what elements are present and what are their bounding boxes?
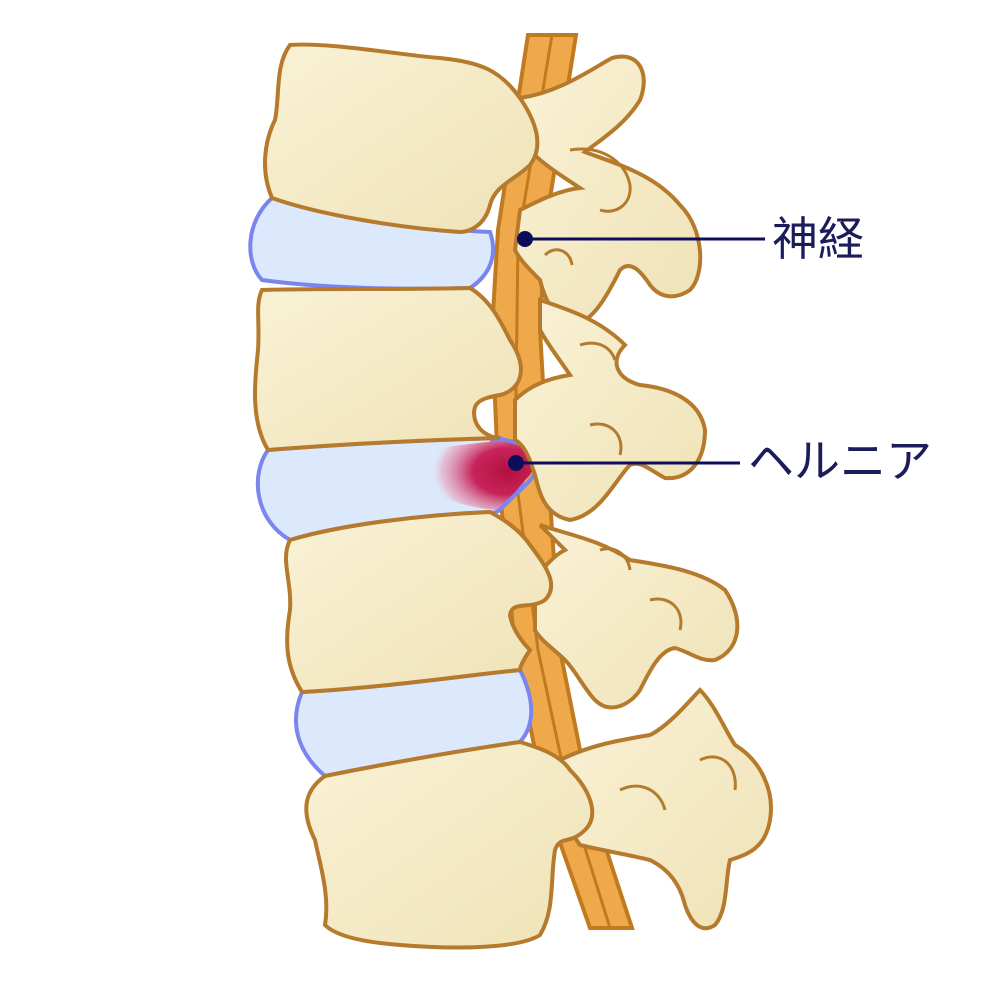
hernia-label: ヘルニア: [748, 434, 932, 488]
nerve-leader: [517, 231, 765, 247]
vertebra-4: [304, 687, 773, 950]
vertebra-3: [284, 509, 740, 710]
hernia-leader: [508, 455, 740, 471]
vertebra-1: [262, 42, 703, 328]
nerve-label: 神経: [772, 212, 864, 266]
vertebra-2: [253, 285, 708, 523]
